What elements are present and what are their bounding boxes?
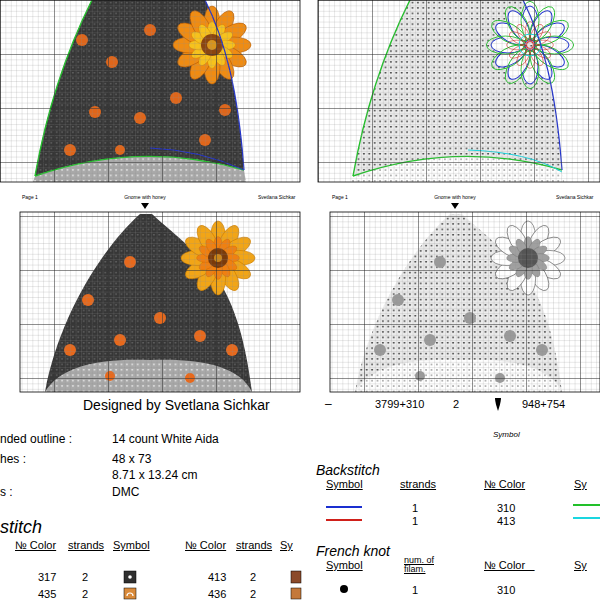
chart-label: 948+754 — [522, 399, 565, 410]
chart-label: Svetlana Sichkar — [556, 195, 594, 200]
symbol-chart — [318, 0, 600, 182]
key-symbols — [124, 398, 600, 599]
symbol-chart — [330, 203, 600, 392]
chart-label: num. of filam. — [404, 556, 444, 575]
chart-label: Symbol — [113, 540, 150, 551]
chart-label: 2 — [82, 589, 88, 600]
chart-label: 3799+310 — [375, 399, 424, 410]
chart-label: Gnome with honey — [124, 195, 166, 200]
chart-label: – — [325, 398, 332, 410]
chart-label: № Color — [484, 479, 525, 490]
chart-label: 2 — [82, 572, 88, 583]
chart-label: strands — [236, 540, 272, 551]
chart-label: Svetlana Sichkar — [258, 195, 296, 200]
chart-label: 310 — [497, 585, 515, 596]
chart-label: 1 — [412, 516, 418, 527]
chart-label: Page 1 — [22, 195, 38, 200]
chart-label: hes : — [0, 453, 26, 465]
chart-label: Gnome with honey — [434, 195, 476, 200]
chart-label: 413 — [208, 572, 226, 583]
chart-label: Symbol — [326, 479, 363, 490]
chart-label: 310 — [497, 503, 515, 514]
chart-label: stitch — [0, 518, 42, 536]
chart-label: Sy — [280, 540, 293, 551]
chart-label: № Color — [15, 540, 56, 551]
designer-caption: Designed by Svetlana Sichkar — [83, 398, 270, 412]
color-chart — [20, 203, 300, 392]
chart-label: Sy — [574, 479, 587, 490]
chart-label: 1 — [412, 585, 418, 596]
chart-label: Symbol — [493, 431, 520, 439]
color-chart — [0, 0, 300, 182]
chart-label: 48 x 73 — [112, 453, 151, 465]
chart-label: Page 1 — [332, 195, 348, 200]
chart-label: strands — [400, 479, 436, 490]
chart-label: s : — [0, 486, 13, 498]
chart-label: № Color _ — [484, 560, 534, 571]
chart-label: nded outline : — [0, 433, 72, 445]
chart-label: 8.71 x 13.24 cm — [112, 469, 197, 481]
chart-label: 413 — [497, 516, 515, 527]
chart-label: Backstitch — [316, 463, 380, 477]
chart-label: 2 — [250, 572, 256, 583]
chart-label: DMC — [112, 486, 139, 498]
chart-label: 435 — [38, 589, 56, 600]
chart-label: Symbol — [326, 560, 363, 571]
chart-label: French knot — [316, 544, 390, 558]
chart-label: № Color — [185, 540, 226, 551]
chart-label: 2 — [453, 399, 459, 410]
chart-label: 14 count White Aida — [112, 433, 219, 445]
chart-label: 317 — [38, 572, 56, 583]
chart-label: 1 — [412, 503, 418, 514]
chart-label: 2 — [250, 589, 256, 600]
chart-label: strands — [68, 540, 104, 551]
chart-label: 436 — [208, 589, 226, 600]
chart-label: Sy — [574, 560, 587, 571]
